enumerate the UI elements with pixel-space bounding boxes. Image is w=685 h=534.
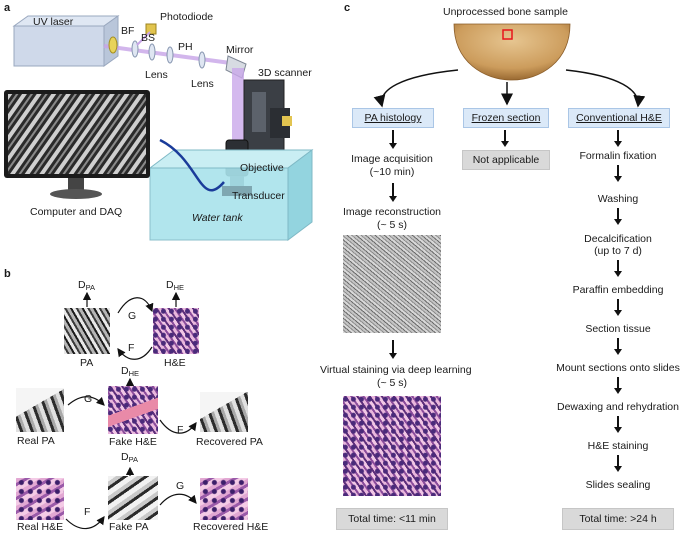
label-d-pa-top: DPA (78, 279, 96, 292)
arrow-pa-1 (389, 130, 396, 149)
real-pa-image (16, 388, 64, 432)
label-recovered-he: Recovered H&E (193, 521, 269, 533)
virtual-he-image (343, 396, 441, 496)
branch-right (565, 69, 646, 108)
arrow-he-4 (614, 260, 621, 277)
label-bs: BS (141, 32, 156, 44)
arrow-he-3 (614, 208, 621, 225)
panel-label-a: a (4, 2, 11, 14)
label-computer: Computer and DAQ (30, 206, 123, 218)
label-objective: Objective (240, 162, 284, 174)
label-f-mid: F (177, 424, 184, 436)
arrow-he-6 (614, 338, 621, 355)
method-conventional-he: Conventional H&E (568, 108, 670, 128)
bone-and-branches (373, 23, 646, 108)
computer-monitor (4, 90, 150, 199)
ph-pinhole (166, 46, 174, 64)
pa-total-time: Total time: <11 min (336, 508, 448, 530)
label-pa: PA (80, 357, 94, 369)
arrow-pa-2 (389, 183, 396, 202)
frozen-not-applicable: Not applicable (462, 150, 550, 170)
he-step-7: Dewaxing and rehydration (557, 401, 679, 413)
panel-label-c: c (344, 2, 351, 14)
cyclegan-arrows (65, 291, 197, 530)
method-pa-histology: PA histology (352, 108, 434, 128)
label-g-mid: G (84, 393, 93, 405)
pa-step-acquisition-time: (~10 min) (369, 166, 415, 178)
label-f-top: F (128, 342, 135, 354)
label-d-he-mid: DHE (121, 365, 140, 378)
panel-label-b: b (4, 268, 11, 280)
he-step-4: Paraffin embedding (572, 284, 664, 296)
roi-marker (502, 29, 513, 40)
real-he-image (16, 478, 64, 520)
he-step-9: Slides sealing (585, 479, 651, 491)
label-g-bottom: G (176, 480, 185, 492)
label-real-pa: Real PA (17, 435, 55, 447)
method-frozen-section: Frozen section (463, 108, 549, 128)
pa-reconstruction-image (343, 235, 441, 333)
recovered-he-image (200, 478, 248, 520)
label-ph: PH (178, 41, 193, 53)
lens-2 (198, 51, 206, 69)
bone-sample (453, 23, 571, 81)
he-step-3-time: (up to 7 d) (594, 245, 642, 257)
arrow-he-7 (614, 377, 621, 394)
label-lens-1: Lens (145, 69, 168, 81)
imaging-setup-illustration (4, 15, 314, 241)
arrow-he-2 (614, 165, 621, 182)
bs-splitter (131, 40, 139, 58)
label-bf: BF (121, 25, 135, 37)
pa-step-acquisition: Image acquisition (351, 153, 433, 165)
label-d-he-top: DHE (166, 279, 185, 292)
he-step-6: Mount sections onto slides (556, 362, 680, 374)
branch-left (373, 69, 459, 108)
photodiode-shape (145, 23, 157, 35)
recovered-pa-image (200, 392, 248, 432)
label-lens-2: Lens (191, 78, 214, 90)
pa-step-reconstruction: Image reconstruction (342, 206, 442, 218)
arrow-he-8 (614, 416, 621, 433)
pa-image (64, 308, 110, 354)
label-mirror: Mirror (226, 44, 254, 56)
fake-he-image (108, 386, 158, 434)
he-total-time: Total time: >24 h (562, 508, 674, 530)
label-real-he: Real H&E (17, 521, 64, 533)
label-fake-he: Fake H&E (109, 436, 157, 448)
pa-step-reconstruction-time: (~ 5 s) (376, 219, 408, 231)
arrow-he-9 (614, 455, 621, 472)
he-step-8: H&E staining (587, 440, 649, 452)
arrow-he-5 (614, 299, 621, 316)
he-step-2: Washing (597, 193, 639, 205)
label-transducer: Transducer (232, 190, 285, 202)
pa-step-virtual-staining: Virtual staining via deep learning (320, 364, 472, 376)
water-tank-shape (148, 149, 314, 241)
label-fake-pa: Fake PA (109, 521, 149, 533)
he-step-3: Decalcification (584, 233, 652, 245)
he-image (153, 308, 199, 354)
arrow-pa-3 (389, 340, 396, 359)
label-he: H&E (164, 357, 186, 369)
fake-pa-image (108, 476, 158, 520)
label-f-bottom: F (84, 506, 91, 518)
arrow-he-1 (614, 130, 621, 147)
label-d-pa-bottom: DPA (121, 451, 139, 464)
pa-step-virtual-staining-time: (~ 5 s) (376, 377, 408, 389)
label-photodiode: Photodiode (160, 11, 214, 23)
label-g-top: G (128, 310, 137, 322)
lens-1 (148, 43, 156, 61)
he-step-5: Section tissue (585, 323, 651, 335)
he-step-1: Formalin fixation (579, 150, 657, 162)
label-water-tank: Water tank (192, 212, 243, 224)
label-uv-laser: UV laser (33, 16, 74, 28)
arrow-frozen (501, 130, 508, 147)
label-sample-title: Unprocessed bone sample (443, 6, 568, 18)
label-recovered-pa: Recovered PA (196, 436, 263, 448)
label-scanner: 3D scanner (258, 67, 312, 79)
bf-filter (108, 36, 118, 54)
